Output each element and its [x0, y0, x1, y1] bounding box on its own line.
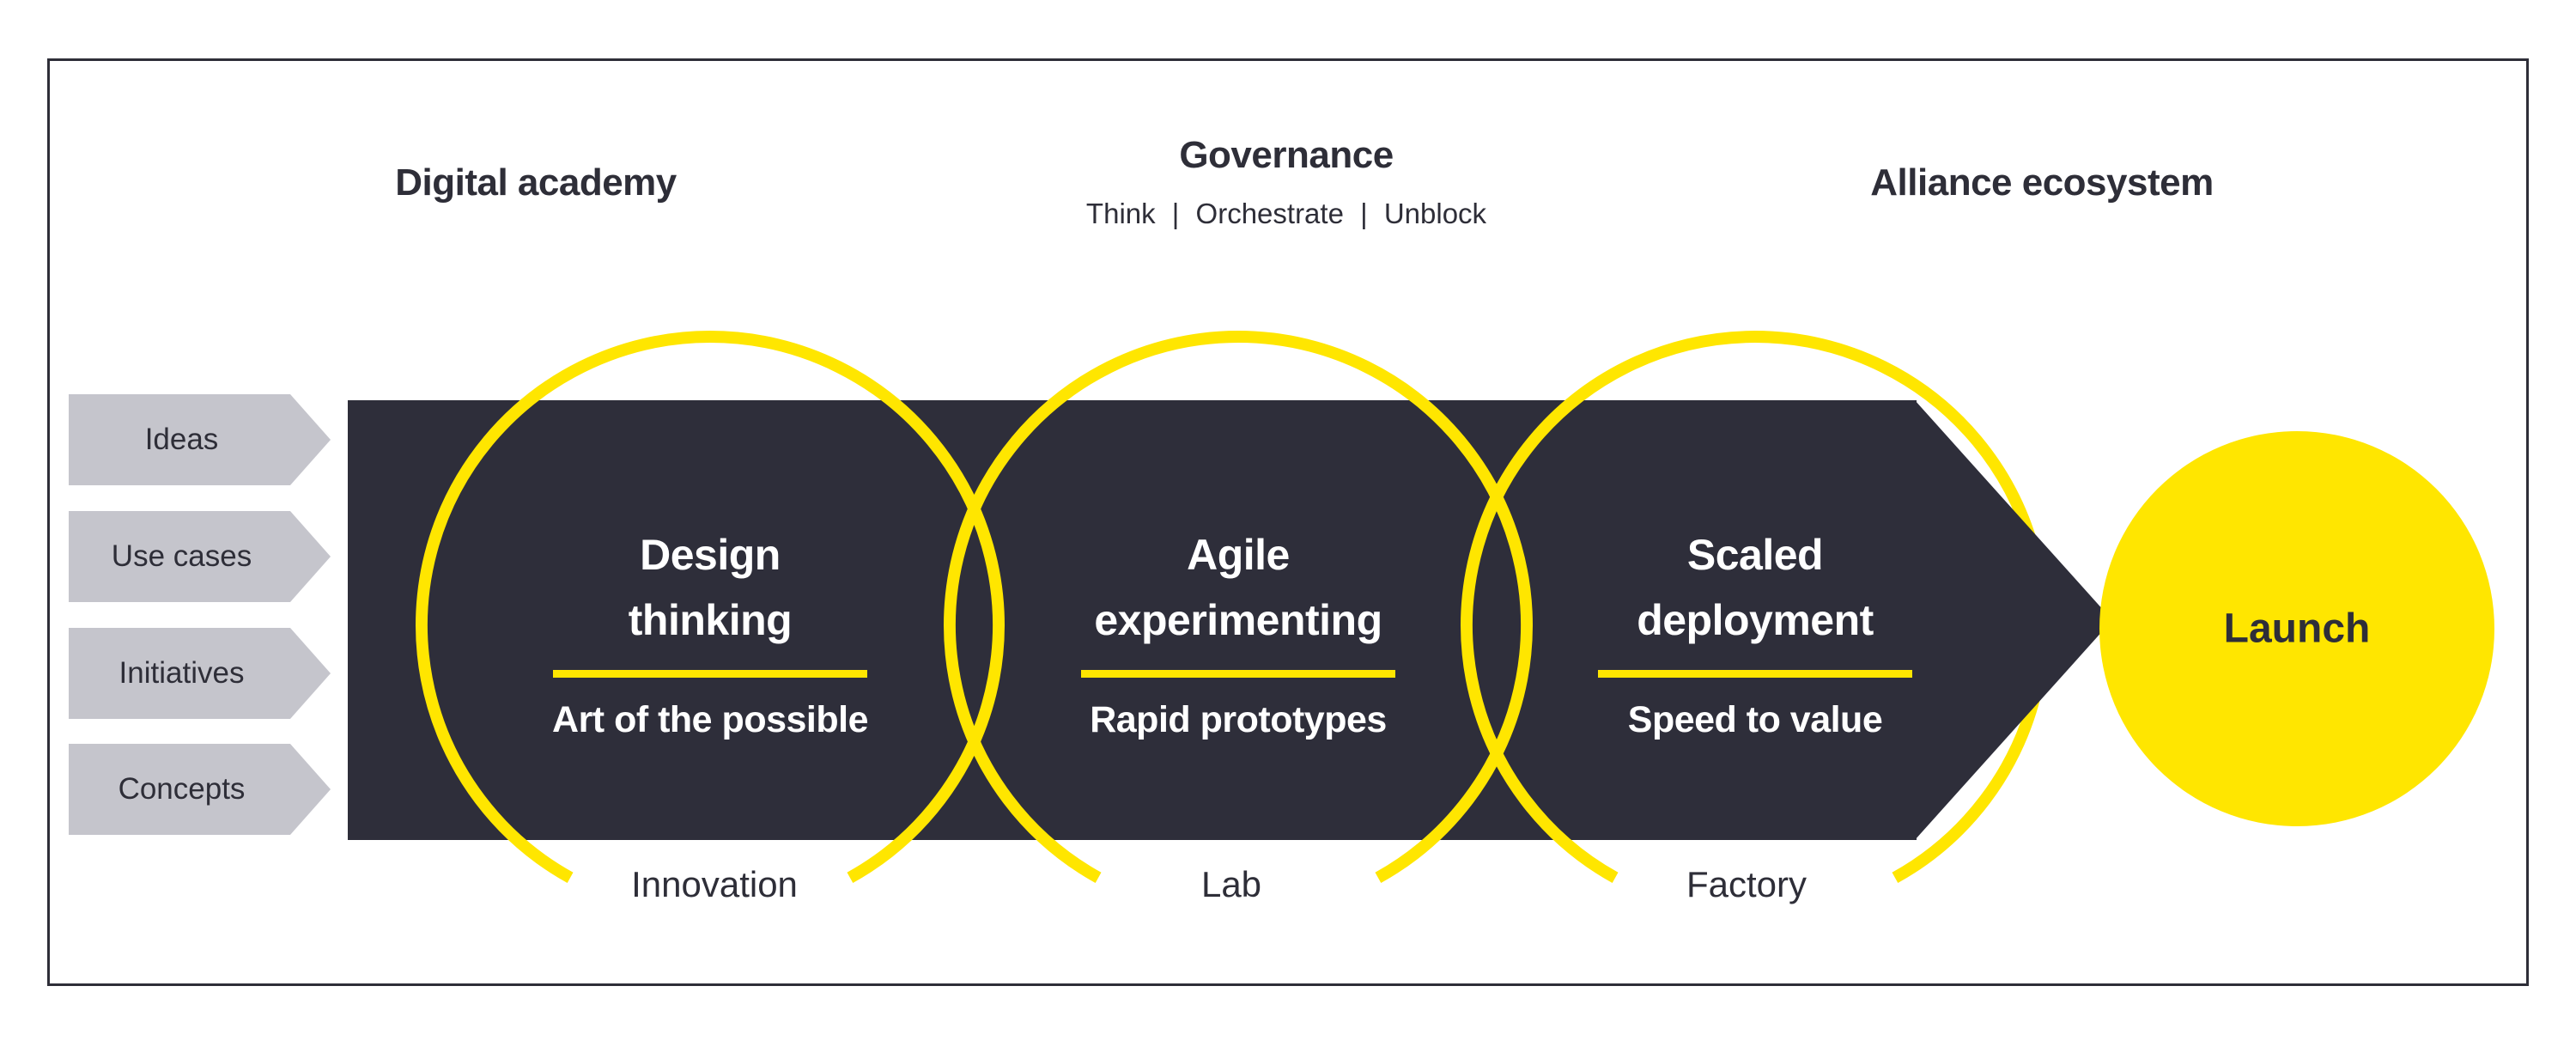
phase-label-innovation: Innovation	[631, 864, 798, 904]
header-governance-subtitle: Think | Orchestrate | Unblock	[1085, 198, 1487, 229]
input-chip-concepts: Concepts	[69, 744, 331, 835]
outer-frame	[47, 58, 2529, 986]
stage-title-design-thinking: Design thinking	[444, 522, 976, 653]
stage-subtitle-agile-experimenting: Rapid prototypes	[1090, 699, 1387, 740]
input-chip-ideas: Ideas	[69, 394, 331, 485]
stage-title-line: deployment	[1637, 596, 1874, 644]
input-chip-initiatives: Initiatives	[69, 628, 331, 719]
input-chip-label: Initiatives	[118, 656, 245, 690]
stage-title-scaled-deployment: Scaled deployment	[1489, 522, 2021, 653]
header-digital-academy: Digital academy	[395, 161, 677, 204]
input-chip-use-cases: Use cases	[69, 511, 331, 602]
stage-title-line: experimenting	[1094, 596, 1382, 644]
stage-subtitle-scaled-deployment: Speed to value	[1627, 699, 1883, 740]
input-chip-label: Concepts	[118, 772, 246, 806]
header-governance: Governance	[1179, 134, 1394, 176]
stage-title-line: thinking	[628, 596, 793, 644]
stage-divider-rule	[553, 670, 867, 678]
launch-circle	[2099, 431, 2494, 826]
phase-label-lab: Lab	[1200, 864, 1262, 904]
launch-label: Launch	[2223, 606, 2371, 652]
stage-title-line: Design	[640, 531, 781, 579]
phase-label-factory: Factory	[1686, 864, 1807, 904]
stage-ring-design-thinking	[416, 331, 1005, 884]
stage-divider-rule	[1081, 670, 1395, 678]
pipeline-band	[348, 400, 1917, 840]
pipeline-arrowhead	[1915, 400, 2112, 840]
input-chip-label: Ideas	[144, 423, 219, 456]
stage-title-line: Scaled	[1686, 531, 1824, 579]
stage-title-agile-experimenting: Agile experimenting	[972, 522, 1504, 653]
stage-subtitle-design-thinking: Art of the possible	[552, 699, 868, 740]
stage-divider-rule	[1598, 670, 1912, 678]
header-alliance-ecosystem: Alliance ecosystem	[1870, 161, 2214, 204]
input-chip-label: Use cases	[111, 539, 252, 573]
stage-title-line: Agile	[1187, 531, 1290, 579]
stage-ring-agile-experimenting	[944, 331, 1533, 884]
